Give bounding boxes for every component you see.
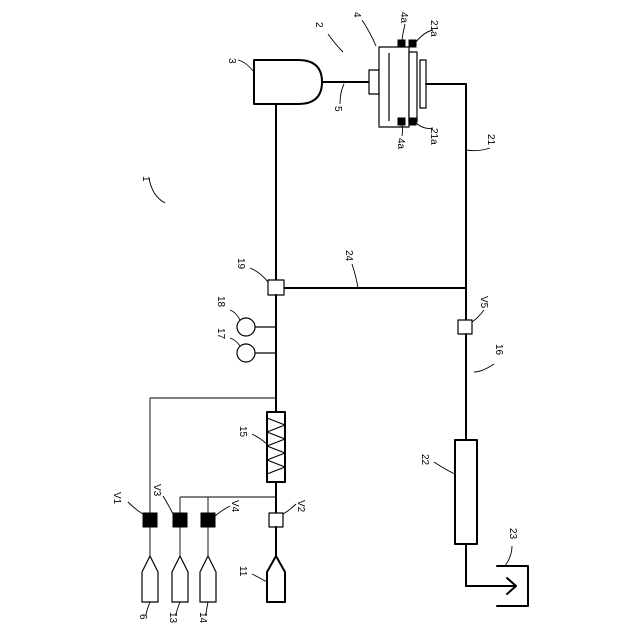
label-line-16: 16 — [493, 344, 504, 356]
clamp-top-left — [398, 40, 405, 47]
leader-tube-5 — [340, 84, 344, 104]
bottle-11 — [267, 556, 285, 602]
column-22 — [455, 440, 477, 544]
bottle-6 — [142, 556, 158, 602]
label-valve-v5: V5 — [478, 296, 489, 309]
valve-v5 — [458, 320, 472, 334]
leader-4a-top — [402, 24, 405, 40]
clamp-bottom-left — [398, 118, 405, 125]
leader-mixer-15 — [252, 434, 267, 444]
label-valve-v1: V1 — [111, 492, 122, 505]
valve-v3 — [173, 513, 187, 527]
label-unit-2: 2 — [313, 22, 324, 28]
leader-line-21 — [466, 148, 490, 151]
label-4a-top: 4a — [398, 12, 409, 24]
bottle-14 — [200, 556, 216, 602]
leader-bottle-11 — [252, 574, 267, 582]
label-valve-v3: V3 — [151, 484, 162, 497]
sensor-17 — [237, 344, 255, 362]
leader-mold-4 — [362, 20, 376, 46]
leader-sensor-17 — [230, 338, 240, 346]
mold-4-body — [379, 47, 409, 127]
label-bottle-11: 11 — [237, 566, 248, 577]
label-bottle-6: 6 — [137, 614, 148, 620]
leader-v1 — [128, 502, 143, 514]
label-valve-v4: V4 — [229, 500, 240, 513]
leader-v4 — [215, 506, 230, 516]
leader-v2 — [283, 504, 296, 514]
leader-junction-19 — [250, 268, 268, 282]
leader-apparatus-1 — [149, 178, 165, 203]
sensor-18 — [237, 318, 255, 336]
label-bottle-13: 13 — [167, 612, 178, 624]
valve-v4 — [201, 513, 215, 527]
leader-unit-2 — [328, 34, 343, 52]
leader-line-16 — [474, 364, 494, 372]
label-21a-top: 21a — [428, 20, 439, 37]
vessel-3 — [254, 60, 322, 104]
label-receiver-23: 23 — [507, 528, 518, 540]
leader-sensor-18 — [230, 310, 240, 320]
leader-receiver-23 — [505, 546, 512, 566]
junction-19 — [268, 280, 284, 295]
label-21a-bottom: 21a — [428, 128, 439, 145]
leader-vessel-3 — [238, 60, 254, 72]
label-mold-4: 4 — [351, 12, 362, 18]
label-vessel-3: 3 — [226, 58, 237, 64]
label-bottle-14: 14 — [197, 612, 208, 624]
leader-bypass-24 — [352, 264, 358, 288]
leader-v3 — [163, 496, 173, 514]
label-tube-5: 5 — [332, 106, 343, 112]
label-valve-v2: V2 — [295, 500, 306, 513]
label-sensor-17: 17 — [215, 328, 226, 340]
bottle-13 — [172, 556, 188, 602]
leader-column-22 — [434, 462, 455, 474]
label-bypass-24: 24 — [343, 250, 354, 262]
valve-v2 — [269, 513, 283, 527]
label-4a-bottom: 4a — [395, 138, 406, 150]
label-sensor-18: 18 — [215, 296, 226, 308]
label-apparatus-1: 1 — [140, 176, 151, 182]
label-junction-19: 19 — [235, 258, 246, 270]
leader-v5 — [472, 310, 484, 322]
clamp-bottom-right — [409, 118, 416, 125]
label-column-22: 22 — [419, 454, 430, 466]
mold-4-plate — [409, 52, 417, 122]
valve-v1 — [143, 513, 157, 527]
leader-4a-bottom — [402, 125, 403, 136]
mold-connector — [369, 70, 379, 94]
clamp-top-right — [409, 40, 416, 47]
label-mixer-15: 15 — [237, 426, 248, 438]
label-outlet-21: 21 — [485, 134, 496, 146]
